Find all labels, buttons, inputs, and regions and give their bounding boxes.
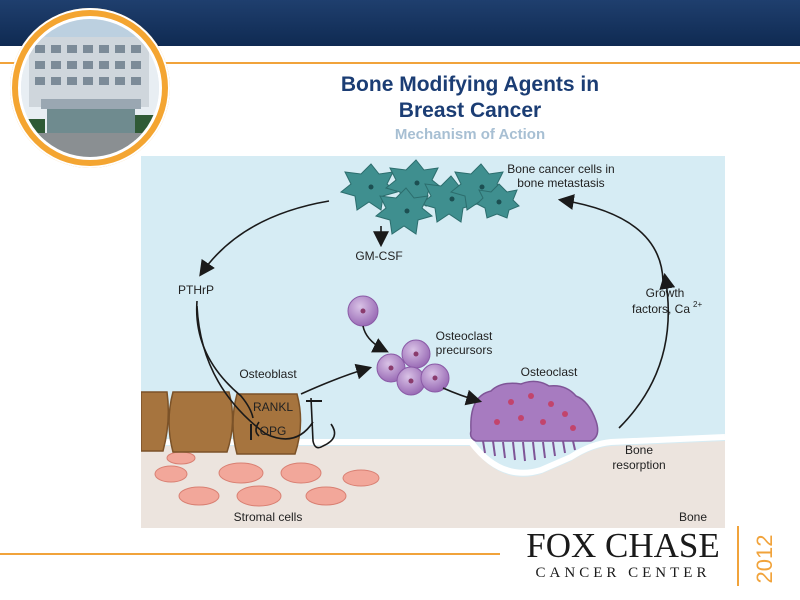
slide-title-line1: Bone Modifying Agents in (290, 72, 650, 98)
year-label: 2012 (752, 535, 778, 584)
logo-divider (737, 526, 739, 586)
label-bone-metastasis: bone metastasis (517, 176, 604, 190)
label-pthrp: PTHrP (178, 283, 214, 297)
slide-title-line2: Breast Cancer (290, 98, 650, 124)
footer-rule (0, 553, 500, 555)
label-rankl: RANKL (253, 400, 293, 414)
label-osteoblast: Osteoblast (239, 367, 297, 381)
label-bone-cancer-cells: Bone cancer cells in (507, 162, 614, 176)
label-opg: OPG (260, 424, 287, 438)
label-ca-superscript: 2+ (693, 300, 702, 309)
mechanism-diagram: Bone cancer cells in bone metastasis GM-… (141, 156, 725, 528)
label-bone-resorption-2: resorption (612, 458, 665, 472)
fox-chase-logo: FOX CHASE (518, 527, 728, 565)
label-gm-csf: GM-CSF (355, 249, 402, 263)
slide-subtitle: Mechanism of Action (290, 126, 650, 143)
label-osteoclast-precursors-2: precursors (436, 343, 493, 357)
year-label-container: 2012 (745, 531, 785, 587)
label-osteoclast-precursors: Osteoclast (436, 329, 493, 343)
label-growth-factors: factors, Ca (632, 302, 690, 316)
label-bone: Bone (679, 510, 707, 524)
fox-chase-logo-subtitle: CANCER CENTER (518, 565, 728, 582)
label-stromal-cells: Stromal cells (234, 510, 303, 524)
label-osteoclast: Osteoclast (521, 365, 578, 379)
slide-title: Bone Modifying Agents in Breast Cancer (290, 72, 650, 124)
building-photo-frame (10, 8, 170, 168)
building-photo (18, 16, 162, 160)
label-growth: Growth (646, 286, 685, 300)
label-bone-resorption: Bone (625, 443, 653, 457)
